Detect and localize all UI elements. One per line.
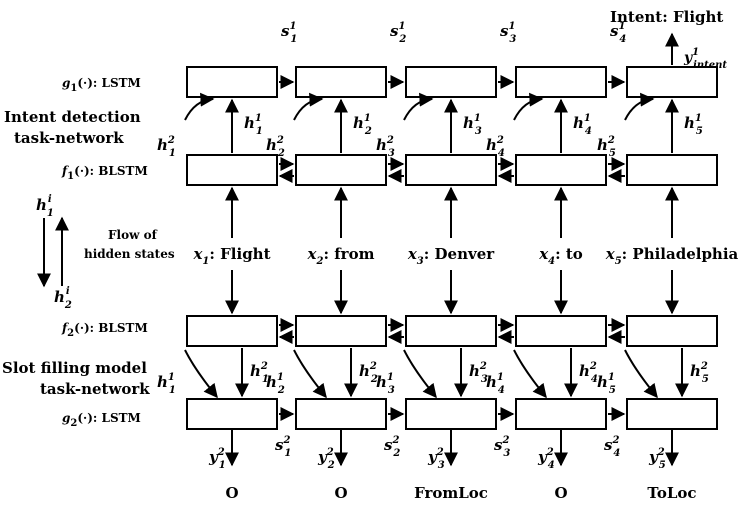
token-label-3: x3: Denver <box>407 245 495 267</box>
h1-into-g2-curve-2 <box>293 349 327 399</box>
g1-cell-1 <box>186 66 278 98</box>
slot-label-4: O <box>554 484 567 502</box>
intent-title-line2: task-network <box>14 129 124 147</box>
g2-cell-1 <box>186 398 278 430</box>
h2-into-g1-curve-2 <box>293 92 324 121</box>
flow-hidden-bottom-symbol: h2i <box>54 286 72 311</box>
token-label-1: x1: Flight <box>192 245 270 267</box>
slot-label-1: O <box>225 484 238 502</box>
h1-into-g2-curve-1 <box>184 349 218 399</box>
f1-cell-3 <box>405 154 497 186</box>
g1-label: g1(·): LSTM <box>62 76 141 94</box>
h2-into-g1-curve-5 <box>624 92 655 121</box>
intent-output-label: Intent: Flight <box>610 8 723 26</box>
g1-cell-2 <box>295 66 387 98</box>
f1-cell-4 <box>515 154 607 186</box>
h1-into-g2-curve-5 <box>624 349 658 399</box>
h1-into-g2-curve-4 <box>513 349 547 399</box>
g2-cell-2 <box>295 398 387 430</box>
h2-into-g1-curve-1 <box>184 92 215 121</box>
h2-into-g1-curve-3 <box>403 92 434 121</box>
f1-cell-5 <box>626 154 718 186</box>
token-label-5: x5: Philadelphia <box>605 245 739 267</box>
slot-label-2: O <box>334 484 347 502</box>
g2-cell-5 <box>626 398 718 430</box>
flow-label-line1: Flow of <box>108 228 158 242</box>
f1-cell-1 <box>186 154 278 186</box>
g2-label: g2(·): LSTM <box>62 411 141 429</box>
slot-title-line1: Slot filling model <box>2 359 147 377</box>
slot-title-line2: task-network <box>40 380 150 398</box>
f2-cell-1 <box>186 315 278 347</box>
h1-into-g2-curve-3 <box>403 349 437 399</box>
g1-cell-5 <box>626 66 718 98</box>
f2-cell-4 <box>515 315 607 347</box>
f1-cell-2 <box>295 154 387 186</box>
g2-cell-4 <box>515 398 607 430</box>
f2-cell-3 <box>405 315 497 347</box>
slot-label-3: FromLoc <box>414 484 488 502</box>
h2-into-g1-curve-4 <box>513 92 544 121</box>
intent-title-line1: Intent detection <box>4 108 141 126</box>
f2-cell-5 <box>626 315 718 347</box>
g1-cell-3 <box>405 66 497 98</box>
f2-cell-2 <box>295 315 387 347</box>
flow-hidden-top-symbol: h1i <box>36 194 54 219</box>
g1-cell-4 <box>515 66 607 98</box>
f1-label: f1(·): BLSTM <box>61 164 148 182</box>
f2-label: f2(·): BLSTM <box>61 321 148 339</box>
token-label-2: x2: from <box>307 245 375 267</box>
token-label-4: x4: to <box>538 245 583 267</box>
flow-label-line2: hidden states <box>84 247 175 261</box>
g2-cell-3 <box>405 398 497 430</box>
slot-label-5: ToLoc <box>647 484 696 502</box>
